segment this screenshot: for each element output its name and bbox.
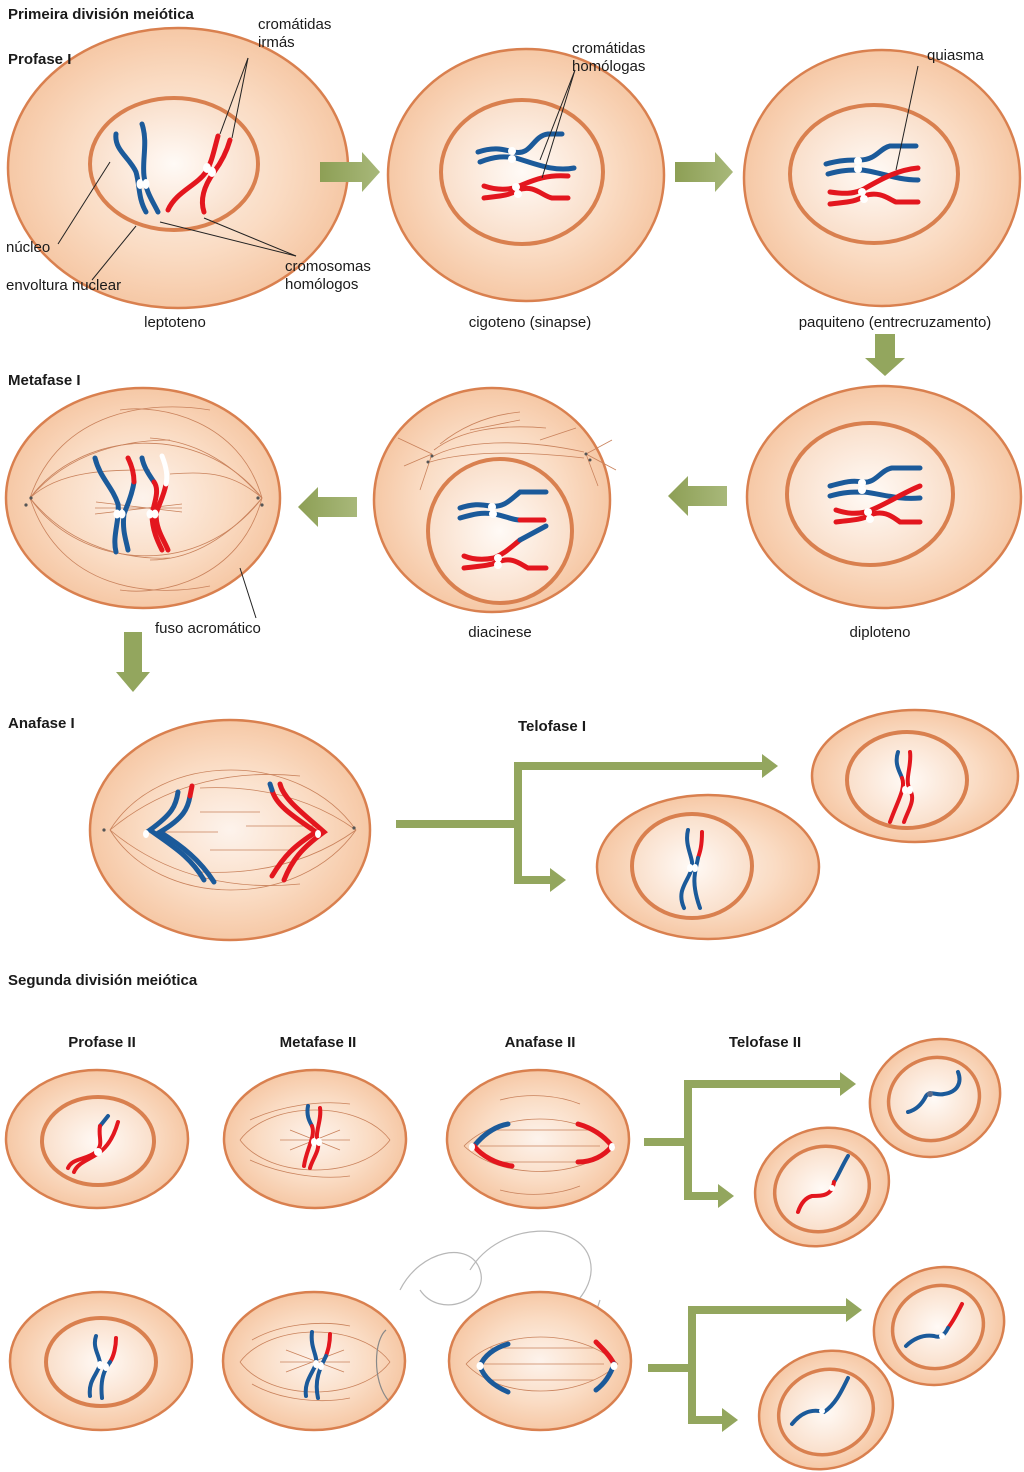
annotation-homologous-chromosomes-2: homólogos xyxy=(285,276,359,293)
stage-label-diakinesis: diacinese xyxy=(468,624,532,641)
stage-label-diplotene: diploteno xyxy=(849,624,911,641)
cell-metaphase2-b xyxy=(221,1290,407,1432)
arrow-left-2 xyxy=(298,487,357,527)
cell-anaphase2-b xyxy=(447,1290,633,1432)
cell-prophase2-a xyxy=(4,1068,190,1210)
cell-zygotene xyxy=(386,47,666,303)
phase-label-telophase2: Telofase II xyxy=(728,1034,802,1051)
chromosome-blue xyxy=(113,121,161,215)
annotation-homologous-chromosomes-1: cromosomas xyxy=(285,258,371,275)
cell-telophase2-b2 xyxy=(872,1265,1006,1387)
cell-leptotene xyxy=(6,26,350,310)
cell-pachytene xyxy=(742,48,1022,308)
annotation-chiasma: quiasma xyxy=(927,47,984,64)
phase-label-anaphase2: Anafase II xyxy=(504,1034,576,1051)
cell-telophase2-b1 xyxy=(757,1349,895,1471)
annotation-homologous-chromatids-1: cromátidas xyxy=(572,40,646,57)
leader-lines-leptotene xyxy=(57,57,297,281)
phase-label-metaphase2: Metafase II xyxy=(279,1034,357,1051)
annotation-spindle: fuso acromático xyxy=(155,620,261,637)
branch-arrow-telophase2-b xyxy=(648,1298,862,1432)
nucleus-leptotene xyxy=(88,96,260,232)
cell-metaphase2-a xyxy=(222,1068,408,1210)
cell-anaphase2-a xyxy=(445,1068,631,1210)
phase-label-telophase1: Telofase I xyxy=(518,718,587,735)
phase-label-prophase2: Profase II xyxy=(68,1034,136,1051)
cell-metaphase1 xyxy=(4,386,282,610)
cell-anaphase1 xyxy=(88,718,372,942)
cell-telophase1-a xyxy=(595,793,821,941)
cell-diplotene xyxy=(745,384,1023,610)
cell-diakinesis xyxy=(372,386,617,614)
spindle-fibers xyxy=(397,411,617,491)
stage-label-zygotene: cigoteno (sinapse) xyxy=(468,314,592,331)
annotation-sister-chromatids-2: irmás xyxy=(258,34,295,51)
nucleus-zygotene xyxy=(439,98,605,246)
annotation-nucleus: núcleo xyxy=(6,239,51,256)
nucleus-diakinesis xyxy=(426,457,574,605)
phase-label-metaphase1: Metafase I xyxy=(8,372,81,389)
section-title-first-division: Primeira división meiótica xyxy=(8,6,194,23)
cell-telophase1-b xyxy=(810,708,1020,844)
arrow-right-1 xyxy=(320,152,380,192)
phase-label-anaphase1: Anafase I xyxy=(8,715,75,732)
section-title-second-division: Segunda división meiótica xyxy=(8,972,198,989)
stage-label-pachytene: paquiteno (entrecruzamento) xyxy=(798,314,992,331)
arrow-left-1 xyxy=(668,476,727,516)
arrow-down-2 xyxy=(116,632,150,692)
annotation-homologous-chromatids-2: homólogas xyxy=(572,58,646,75)
arrow-right-2 xyxy=(675,152,733,192)
phase-label-prophase1: Profase I xyxy=(8,51,72,68)
cell-telophase2-a2 xyxy=(868,1037,1002,1159)
cell-telophase2-a1 xyxy=(753,1126,891,1248)
cell-prophase2-b xyxy=(8,1290,194,1432)
branch-arrow-telophase1 xyxy=(396,754,778,892)
arrow-down-1 xyxy=(865,334,905,376)
annotation-nuclear-envelope: envoltura nuclear xyxy=(6,277,122,294)
stage-label-leptotene: leptoteno xyxy=(144,314,206,331)
annotation-sister-chromatids-1: cromátidas xyxy=(258,16,332,33)
branch-arrow-telophase2-a xyxy=(644,1072,856,1208)
